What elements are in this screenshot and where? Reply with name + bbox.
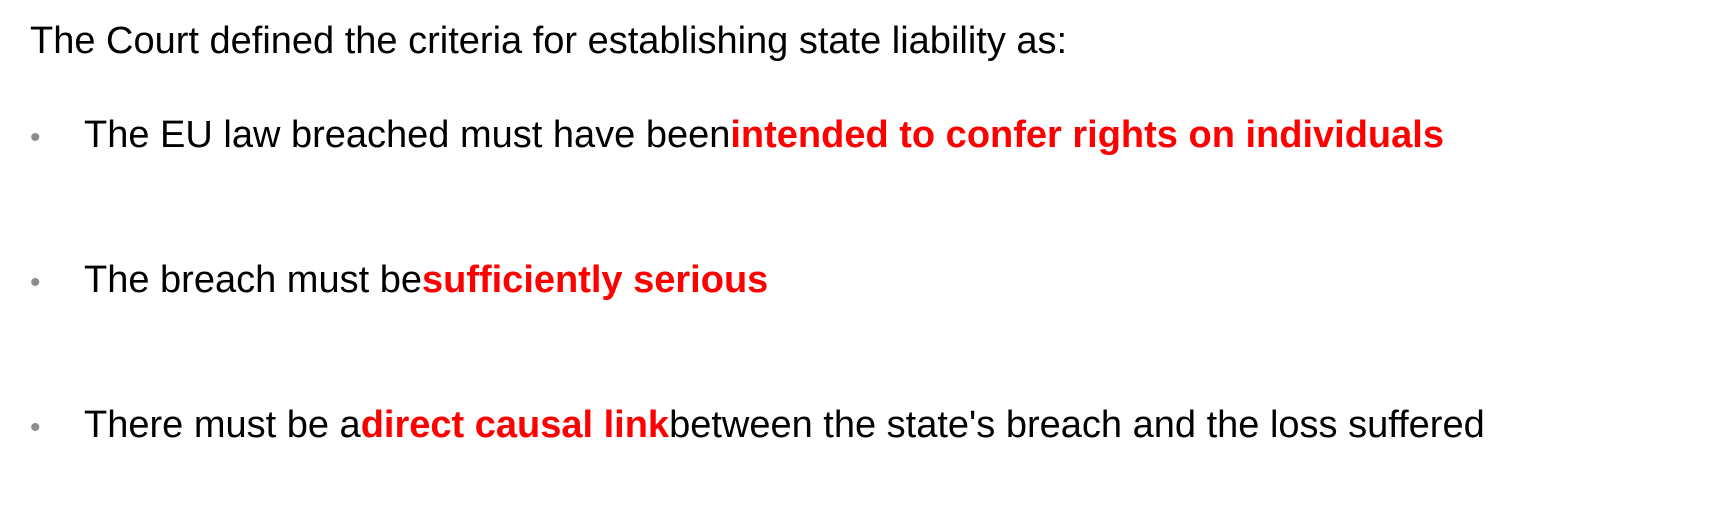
bullet-text-before: The breach must be <box>84 259 422 301</box>
bullet-highlight: intended to confer rights on individuals <box>730 114 1444 156</box>
bullet-highlight: direct causal link <box>360 404 670 446</box>
bullet-item-causal-link: • There must be a direct causal link bet… <box>30 402 1485 451</box>
bullet-dot-icon: • <box>30 411 41 444</box>
bullet-text-after: between the state's breach and the loss … <box>669 404 1485 446</box>
bullet-dot-icon: • <box>30 266 41 299</box>
bullet-text-before: The EU law breached must have been <box>84 114 731 156</box>
bullet-highlight: sufficiently serious <box>421 259 769 301</box>
bullet-item-confer-rights: • The EU law breached must have been int… <box>30 112 1444 161</box>
bullet-dot-icon: • <box>30 121 41 154</box>
intro-text: The Court defined the criteria for estab… <box>30 20 1068 62</box>
bullet-item-sufficiently-serious: • The breach must be sufficiently seriou… <box>30 257 768 306</box>
bullet-text-before: There must be a <box>84 404 361 446</box>
